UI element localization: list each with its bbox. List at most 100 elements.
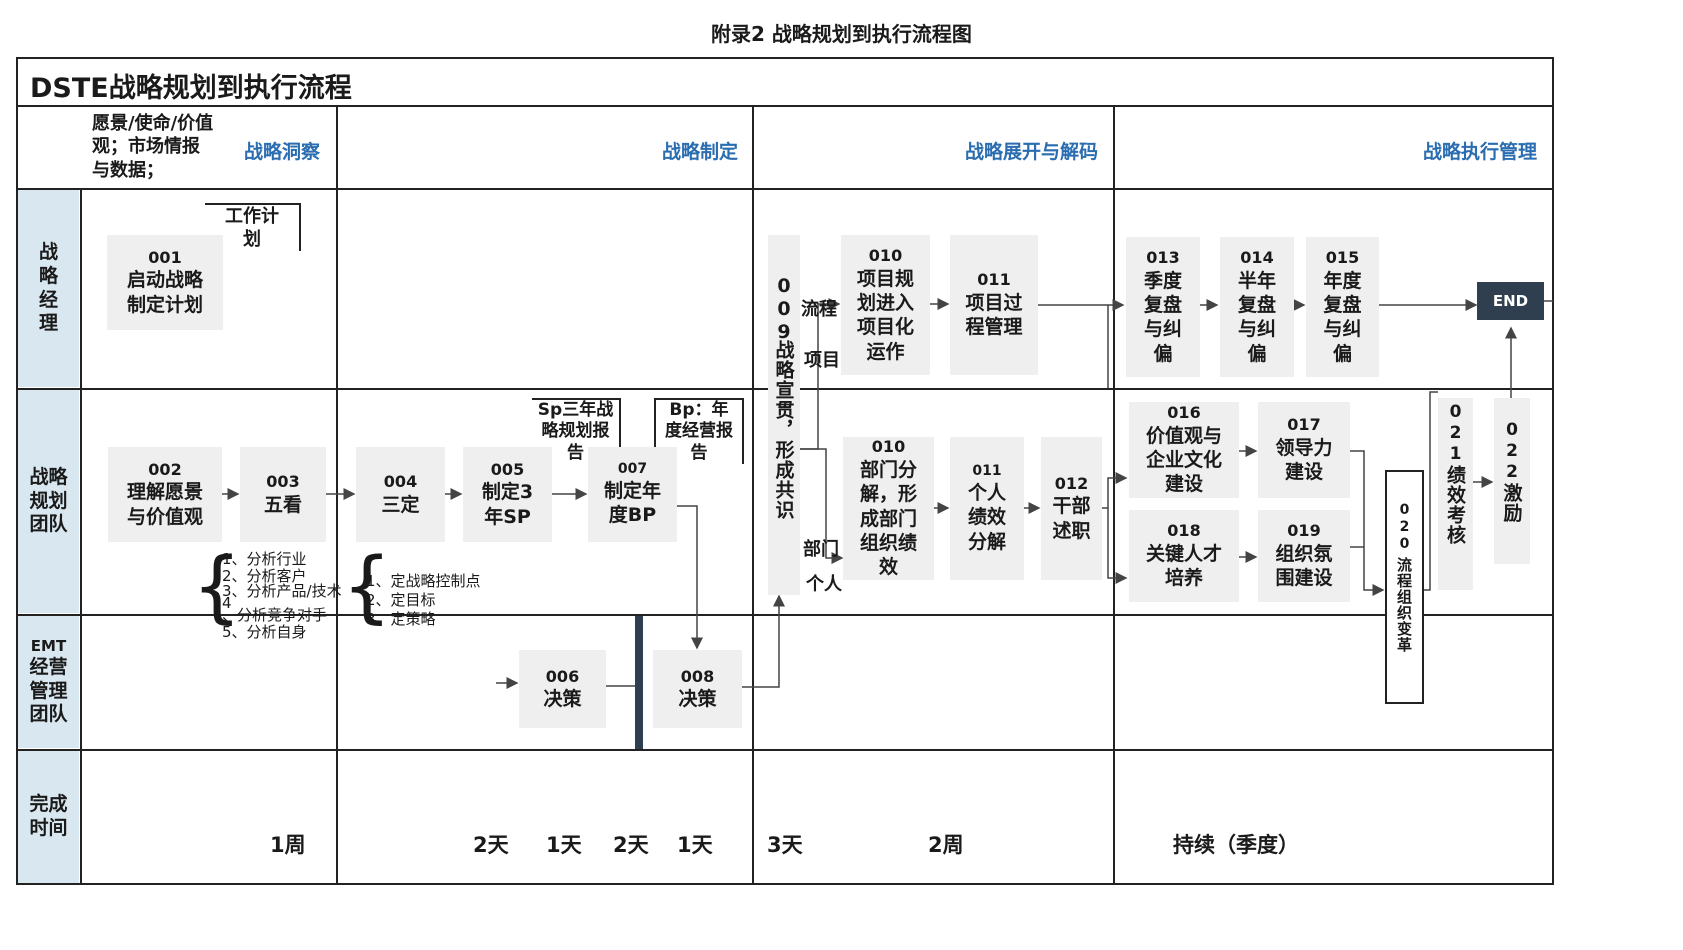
step-code: 012 (1054, 473, 1089, 493)
connector (1107, 508, 1128, 584)
step-label: 关键人才培养 (1145, 542, 1222, 590)
step-007: 007 制定年度BP (588, 447, 677, 542)
step-005: 005 制定3年SP (463, 447, 552, 542)
lane-planning-team: 战略规划团队 (18, 390, 79, 613)
list-item: 5、分析自身 (222, 622, 307, 641)
brace-three-sets: { (342, 542, 392, 632)
header-inputs: 愿景/使命/价值观；市场情报与数据； (92, 113, 214, 181)
connector (800, 448, 844, 564)
step-011-project: 011 项目过程管理 (950, 235, 1038, 375)
step-label: 部门分解，形成部门组织绩效 (859, 458, 917, 579)
step-label: 五看 (263, 493, 302, 516)
step-010-project: 010 项目规划进入项目化运作 (841, 235, 930, 375)
step-008: 008 决策 (653, 650, 742, 728)
lane-label-text: 战略经理 (38, 241, 58, 335)
list-item: 1、分析行业 (222, 550, 307, 568)
step-label: 决策 (543, 688, 582, 711)
lane-label-prefix: EMT (30, 637, 67, 655)
step-label: 个人绩效分解 (967, 481, 1006, 553)
step-label: 半年复盘与纠偏 (1237, 269, 1276, 365)
list-item: 4 (222, 594, 232, 613)
step-009-label: 战略宣贯，形成共识 (768, 340, 800, 590)
time-005: 1天 (546, 833, 582, 857)
step-code: 002 (148, 459, 182, 479)
step-label: 制定3年SP (481, 481, 534, 528)
step-006: 006 决策 (519, 650, 606, 728)
step-label: 启动战略制定计划 (126, 269, 203, 316)
step-label: 战略宣贯，形成共识 (772, 340, 795, 520)
step-label: 组织氛围建设 (1275, 542, 1333, 590)
step-code: 013 (1146, 248, 1180, 268)
step-code: 001 (148, 247, 182, 267)
step-003: 003 五看 (240, 447, 326, 542)
step-code: 021 (1445, 402, 1466, 465)
time-execution: 持续（季度） (1173, 833, 1299, 857)
step-label: 决策 (678, 688, 717, 711)
lane-label-text: 完成时间 (29, 793, 68, 839)
lane-emt: EMT 经营管理团队 (18, 616, 79, 748)
step-label: 价值观与企业文化建设 (1145, 424, 1222, 496)
step-code: 004 (383, 472, 418, 492)
list-three-sets: 1、定战略控制点 2、定目标 3、定策略 (366, 572, 481, 628)
step-010-dept: 010 部门分解，形成部门组织绩效 (843, 437, 934, 580)
step-code: 010 (868, 246, 903, 266)
step-label: 项目过程管理 (965, 291, 1023, 339)
step-code: 022 (1502, 420, 1522, 483)
step-021: 021 绩效考核 (1438, 398, 1473, 590)
grid-line (16, 105, 1554, 107)
grid-line (16, 749, 1554, 751)
step-code: 003 (266, 472, 300, 492)
step-015: 015 年度复盘与纠偏 (1306, 237, 1379, 377)
step-label: 制定年度BP (603, 480, 661, 527)
branch-person-label: 个人 (806, 574, 842, 595)
phase-insight: 战略洞察 (244, 141, 321, 163)
connector (800, 298, 841, 450)
step-009: 009 (768, 235, 800, 595)
step-018: 018 关键人才培养 (1129, 510, 1239, 602)
step-001: 001 启动战略制定计划 (107, 235, 223, 330)
step-016: 016 价值观与企业文化建设 (1129, 402, 1239, 498)
grid-line (1113, 105, 1115, 885)
step-code: 005 (490, 459, 525, 479)
lane-label-text: 战略规划团队 (29, 465, 68, 536)
page-title: 附录2 战略规划到执行流程图 (711, 22, 972, 46)
time-decoding: 2周 (928, 833, 964, 857)
connector (1102, 472, 1128, 509)
step-002: 002 理解愿景与价值观 (108, 447, 222, 542)
step-label: 理解愿景与价值观 (126, 481, 203, 528)
step-code: 006 (545, 666, 580, 686)
time-004: 2天 (473, 833, 509, 857)
list-item: 3、定策略 (366, 609, 436, 628)
lane-strategy-manager: 战略经理 (18, 190, 79, 387)
step-017: 017 领导力建设 (1258, 402, 1350, 498)
list-item: 1、定战略控制点 (366, 572, 481, 590)
grid-line (752, 105, 754, 885)
step-code: 017 (1287, 415, 1321, 435)
step-label: 领导力建设 (1275, 436, 1333, 484)
brace-five-looks: { (192, 542, 242, 632)
step-label: 激励 (1500, 483, 1523, 523)
time-insight: 1周 (270, 833, 306, 857)
step-013: 013 季度复盘与纠偏 (1126, 237, 1200, 377)
step-code: 007 (617, 461, 648, 478)
step-label: 季度复盘与纠偏 (1143, 269, 1182, 365)
diagram-title: DSTE战略规划到执行流程 (30, 73, 352, 104)
step-011-person: 011 个人绩效分解 (950, 437, 1024, 580)
step-code: 019 (1287, 521, 1321, 541)
step-019: 019 组织氛围建设 (1258, 510, 1350, 602)
step-code: 020 (1396, 502, 1413, 553)
grid-line (16, 614, 1554, 616)
end-node: END (1477, 282, 1544, 320)
grid-line (336, 105, 338, 885)
list-five-looks: 1、分析行业 2、分析客户 3、分析产品/技术 4 、分析竞争对手 5、分析自身 (222, 550, 342, 642)
list-item: 、分析竞争对手 (222, 606, 328, 624)
step-014: 014 半年复盘与纠偏 (1220, 237, 1294, 377)
connector (742, 594, 785, 688)
step-label: 流程组织变革 (1395, 557, 1413, 653)
branch-dept-label: 部门 (803, 539, 839, 560)
step-code: 011 (977, 270, 1011, 290)
step-020: 020 流程组织变革 (1385, 470, 1424, 704)
note-work-plan: 工作计划 (205, 203, 301, 251)
time-008: 1天 (677, 833, 713, 857)
phase-decoding: 战略展开与解码 (965, 141, 1099, 163)
